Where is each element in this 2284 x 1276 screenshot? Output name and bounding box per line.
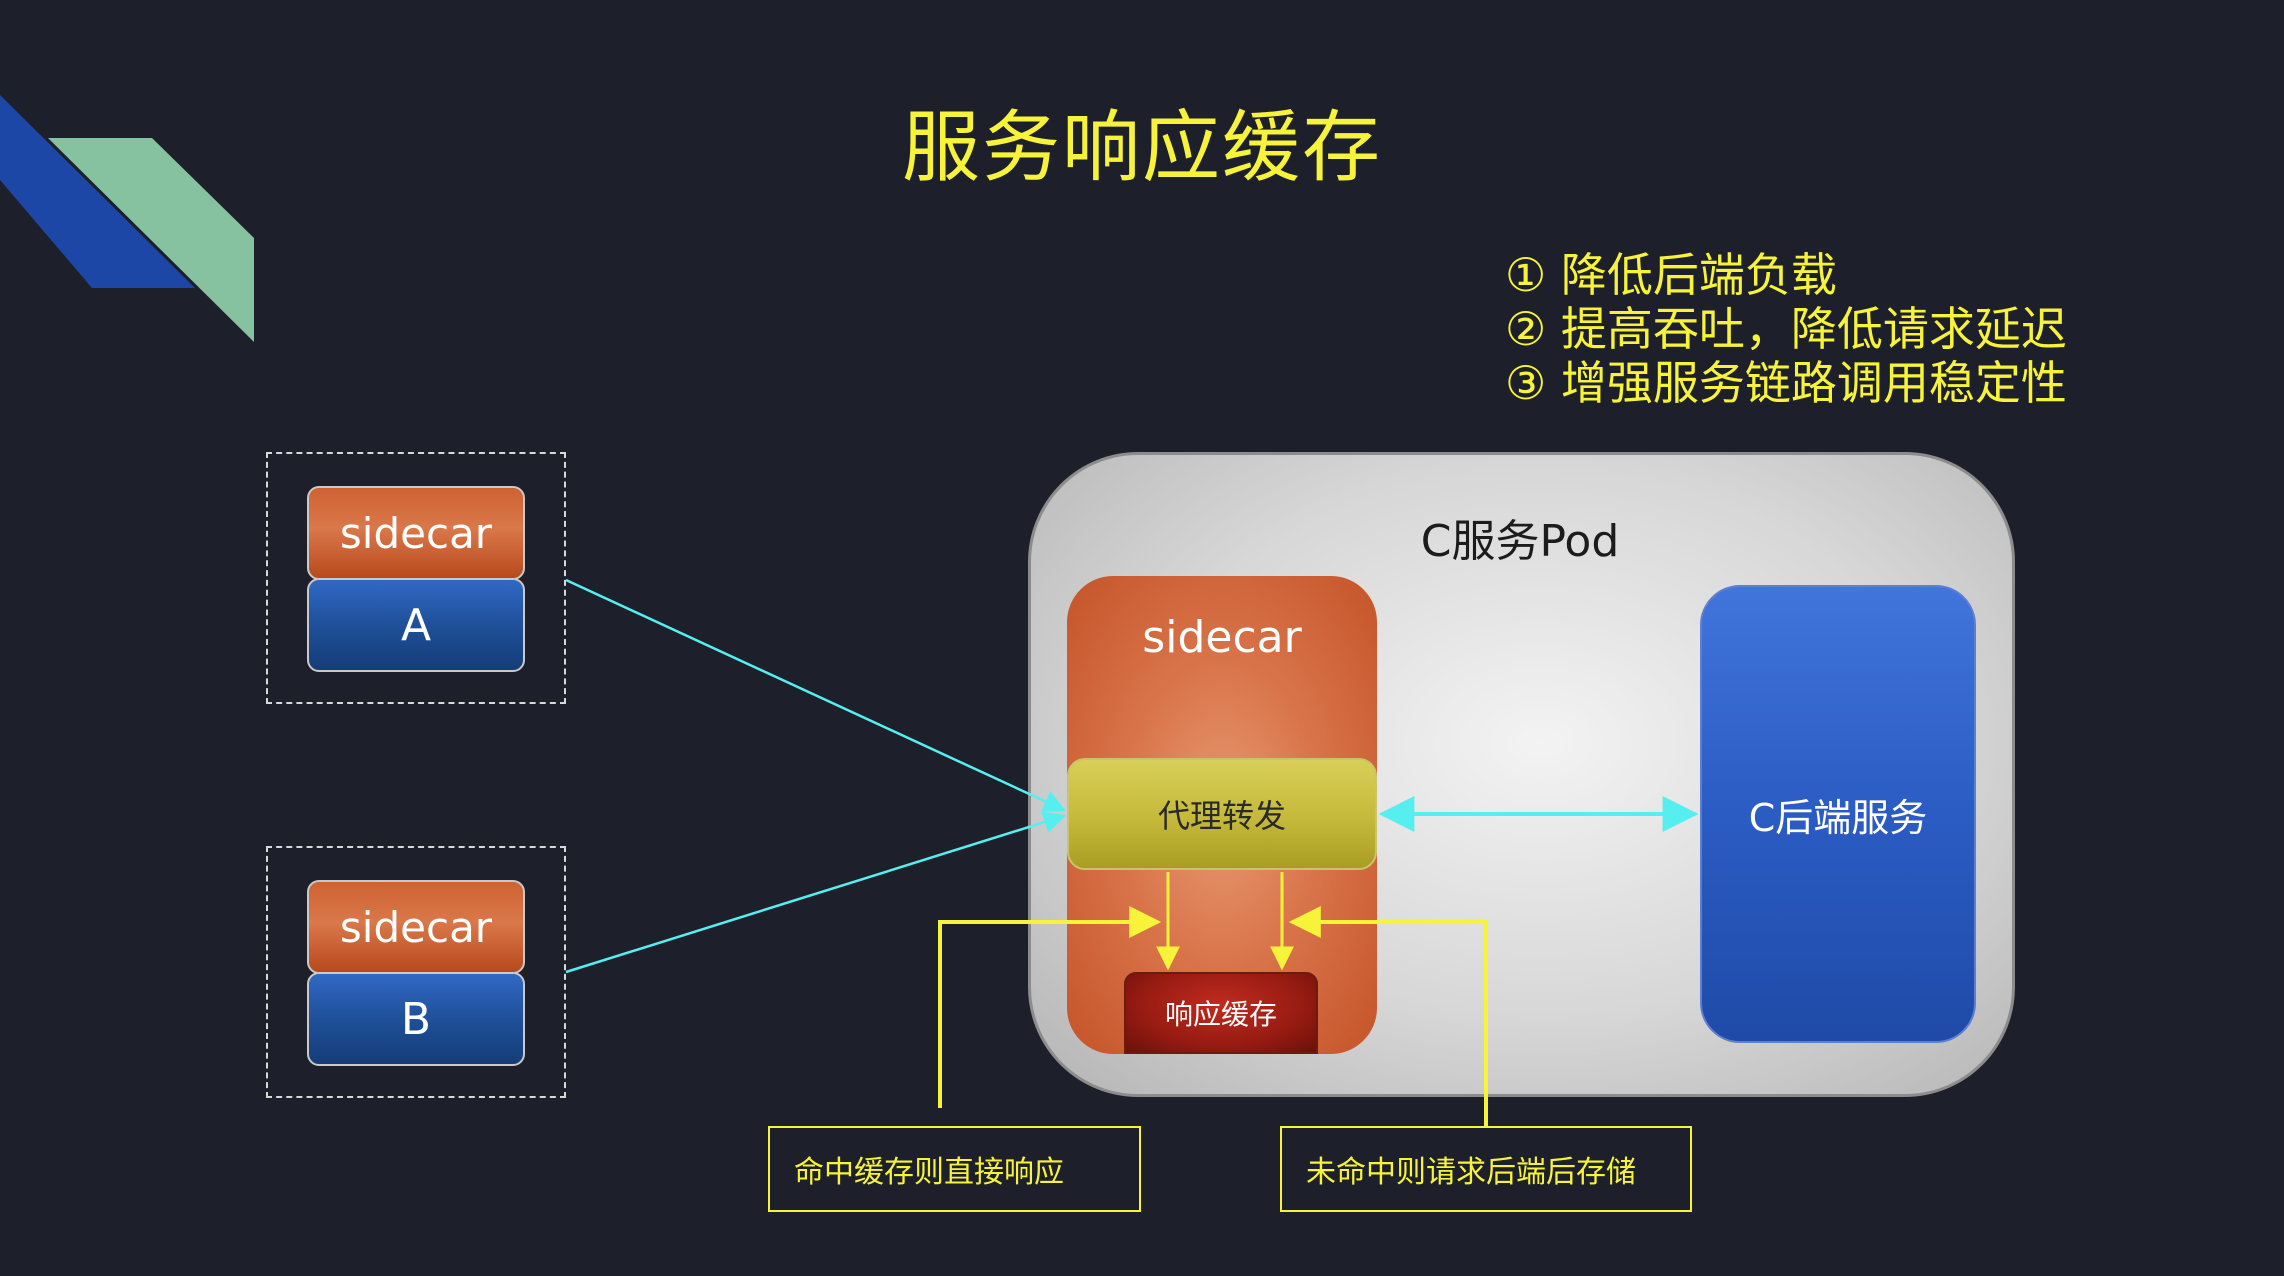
response-cache-box[interactable]: 响应缓存 bbox=[1124, 972, 1318, 1054]
proxy-forward-label: 代理转发 bbox=[1157, 797, 1286, 835]
pod-label: C服务Pod bbox=[1420, 516, 1620, 567]
miss-note-pointer bbox=[1288, 906, 1488, 1126]
benefit-item: ③ 增强服务链路调用稳定性 bbox=[1505, 356, 2067, 410]
response-cache-label: 响应缓存 bbox=[1164, 998, 1277, 1031]
benefits-list: ① 降低后端负载 ② 提高吞吐，降低请求延迟 ③ 增强服务链路调用稳定性 bbox=[1505, 248, 2067, 410]
cache-miss-note: 未命中则请求后端后存储 bbox=[1280, 1126, 1692, 1212]
green-stripe bbox=[48, 138, 254, 342]
client-b-sidecar[interactable]: sidecar bbox=[307, 880, 525, 974]
page-title: 服务响应缓存 bbox=[901, 103, 1382, 193]
cache-hit-note-label: 命中缓存则直接响应 bbox=[794, 1155, 1064, 1190]
link-b-to-proxy bbox=[565, 811, 1067, 974]
blue-stripe bbox=[0, 95, 195, 288]
hit-note-pointer bbox=[938, 906, 1162, 1108]
client-a-group bbox=[266, 452, 566, 704]
cache-hit-note: 命中缓存则直接响应 bbox=[768, 1126, 1141, 1212]
c-backend-service[interactable]: C后端服务 bbox=[1700, 585, 1976, 1043]
benefit-item: ① 降低后端负载 bbox=[1505, 248, 1837, 302]
benefit-item: ② 提高吞吐，降低请求延迟 bbox=[1505, 302, 2067, 356]
client-b-service[interactable]: B bbox=[307, 972, 525, 1066]
corner-decoration bbox=[0, 95, 254, 342]
link-a-to-proxy bbox=[565, 578, 1067, 812]
client-a-sidecar[interactable]: sidecar bbox=[307, 486, 525, 580]
cache-miss-note-label: 未命中则请求后端后存储 bbox=[1306, 1155, 1636, 1190]
pod-sidecar-label: sidecar bbox=[1142, 612, 1302, 663]
client-b-group bbox=[266, 846, 566, 1098]
client-a-service[interactable]: A bbox=[307, 578, 525, 672]
proxy-forward-box[interactable]: 代理转发 bbox=[1067, 758, 1377, 870]
c-backend-label: C后端服务 bbox=[1748, 795, 1928, 840]
